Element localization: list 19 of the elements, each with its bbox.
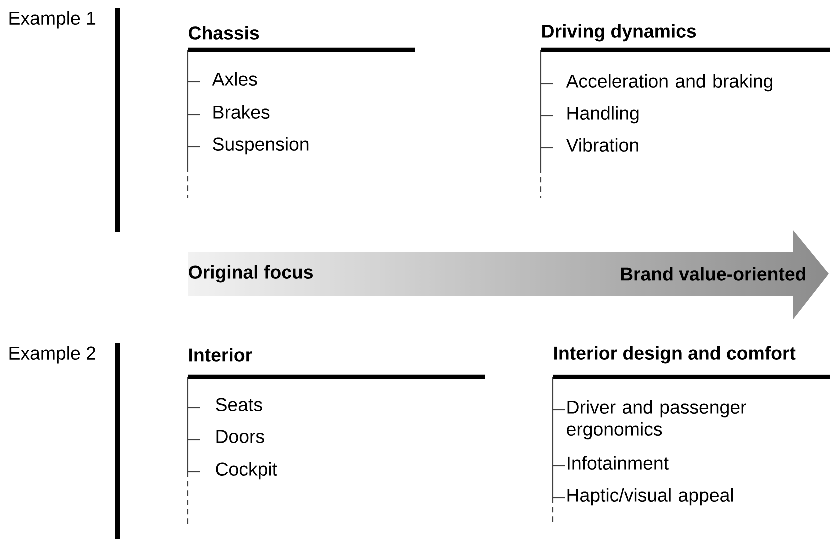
list-item: Suspension	[213, 137, 309, 155]
column-heading: Driving dynamics	[542, 24, 696, 42]
list-item: Acceleration and braking	[566, 74, 773, 92]
list-item: Infotainment	[568, 456, 669, 470]
column-heading: Interior design and comfort	[554, 346, 796, 364]
list-item: Handling	[568, 106, 639, 124]
column-heading: Chassis	[189, 26, 260, 40]
list-item: Doors	[216, 430, 264, 444]
example-label: Example 1	[10, 11, 96, 29]
list-item: Driver and passenger ergonomics	[567, 400, 746, 440]
gradient-arrow: Original focus Brand value-oriented	[189, 265, 806, 283]
list-item: Haptic/visual appeal	[568, 488, 734, 506]
list-item: Cockpit	[216, 462, 278, 480]
list-item: Axles	[212, 72, 258, 86]
list-item: Seats	[216, 398, 262, 412]
column-heading: Interior	[190, 348, 252, 362]
list-item: Brakes	[214, 105, 270, 119]
list-item: Vibration	[566, 138, 638, 152]
example-label: Example 2	[10, 346, 96, 364]
